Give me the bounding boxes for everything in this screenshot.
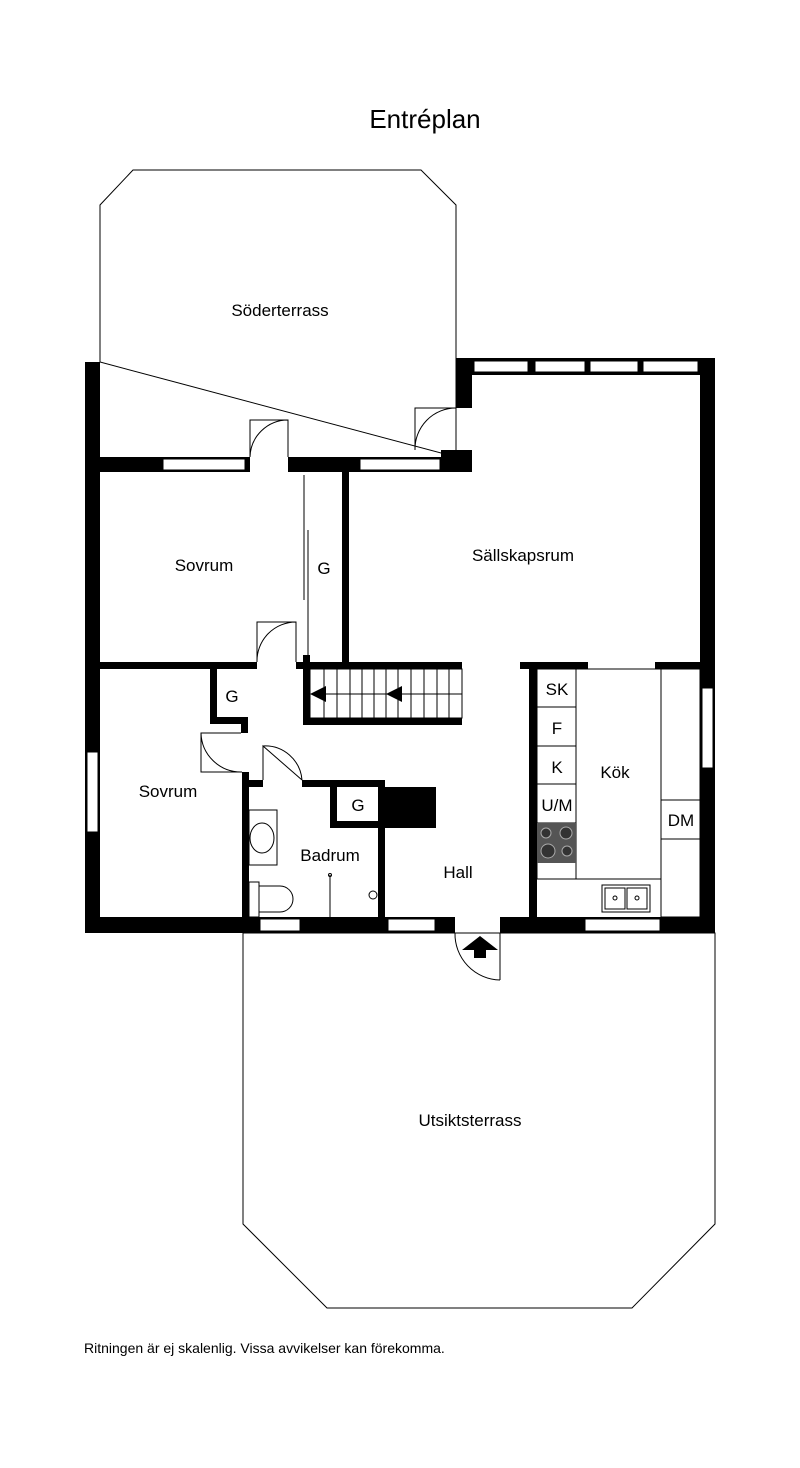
kitchen-unit-k: K: [551, 758, 563, 777]
stairs: [309, 668, 463, 719]
doors: [200, 407, 501, 981]
room-soderterrass: Söderterrass: [231, 301, 328, 320]
washbasin-icon: [248, 809, 278, 866]
walls: [85, 358, 715, 933]
room-labels: Söderterrass Sovrum G Sällskapsrum G Sov…: [139, 301, 695, 1130]
kitchen-unit-um: U/M: [541, 796, 572, 815]
room-sovrum-upper: Sovrum: [175, 556, 234, 575]
disclaimer-text: Ritningen är ej skalenlig. Vissa avvikel…: [84, 1340, 445, 1356]
room-badrum: Badrum: [300, 846, 360, 865]
room-garderob-mid: G: [225, 687, 238, 706]
stair-arrow-icon: [310, 686, 326, 702]
entrance-arrow-icon: [462, 936, 498, 958]
kitchen-unit-dm: DM: [668, 811, 694, 830]
room-sallskapsrum: Sällskapsrum: [472, 546, 574, 565]
room-garderob-bath: G: [351, 796, 364, 815]
kitchen-unit-sk: SK: [546, 680, 569, 699]
bathroom-fixtures: [248, 809, 378, 918]
kitchen-unit-f: F: [552, 719, 562, 738]
windows: [86, 360, 714, 932]
toilet-icon: [248, 881, 294, 918]
room-sovrum-lower: Sovrum: [139, 782, 198, 801]
floor-title: Entréplan: [369, 104, 481, 134]
shower-icon: [368, 890, 378, 900]
kitchen-fixtures: [536, 668, 701, 918]
room-garderob-upper: G: [317, 559, 330, 578]
room-kok: Kök: [600, 763, 630, 782]
room-utsiktsterrass: Utsiktsterrass: [419, 1111, 522, 1130]
stair-arrow-icon: [386, 686, 402, 702]
sink-icon: [601, 884, 651, 913]
room-hall: Hall: [443, 863, 472, 882]
